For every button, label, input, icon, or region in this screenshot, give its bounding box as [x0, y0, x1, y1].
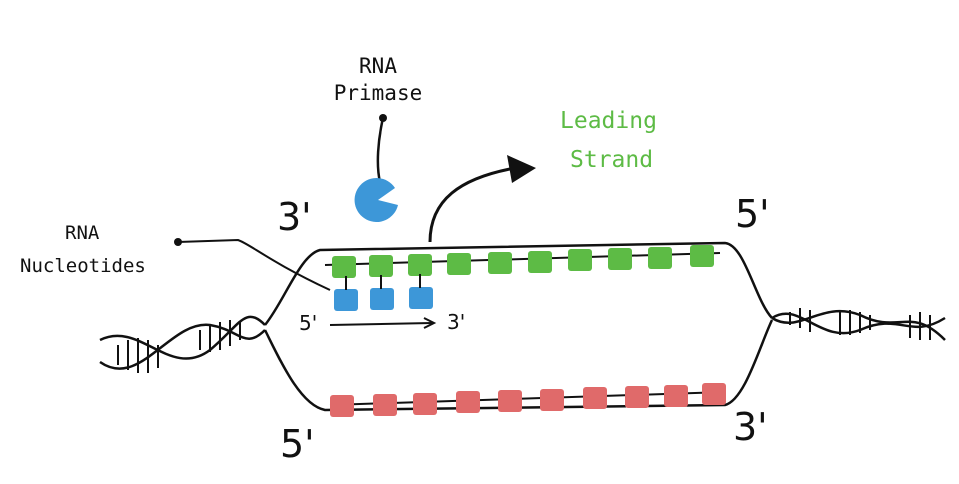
blue-rna-nucleotide-2 [370, 288, 394, 310]
rna-nucleotides-pointer [174, 238, 331, 291]
primer-3-prime-label: 3' [447, 310, 466, 334]
red-nucleotide-6 [540, 389, 564, 411]
rna-primase-label-line1: RNA [359, 54, 397, 78]
green-nucleotide-10 [690, 245, 714, 267]
blue-rna-nucleotide-3 [409, 287, 433, 309]
rna-nucleotides-label: RNA Nucleotides [20, 224, 190, 290]
green-nucleotide-4 [447, 253, 471, 275]
red-nucleotide-5 [498, 390, 522, 412]
primase-pointer [376, 114, 387, 183]
red-nucleotide-3 [413, 393, 437, 415]
rna-primase-label: RNA Primase [318, 56, 438, 110]
top-left-3-prime-label: 3' [277, 195, 312, 239]
replication-bubble [263, 241, 774, 412]
red-nucleotide-9 [664, 385, 688, 407]
rna-primase-label-line2: Primase [333, 81, 423, 105]
leading-strand-label-line1: Leading [560, 108, 657, 134]
green-nucleotide-7 [568, 249, 592, 271]
rna-primer-nucleotides [334, 287, 433, 311]
base-pair-stubs [345, 274, 421, 290]
green-nucleotide-1 [332, 256, 356, 278]
red-nucleotide-1 [330, 395, 354, 417]
green-nucleotide-8 [608, 248, 632, 270]
red-nucleotide-2 [373, 394, 397, 416]
bottom-left-5-prime-label: 5' [280, 422, 315, 466]
bottom-right-3-prime-label: 3' [733, 405, 768, 449]
rna-nucleotides-label-line2: Nucleotides [20, 255, 146, 277]
red-nucleotide-8 [625, 386, 649, 408]
right-dna-helix-icon [771, 308, 946, 341]
red-nucleotide-4 [456, 391, 480, 413]
green-nucleotide-2 [369, 255, 393, 277]
top-right-5-prime-label: 5' [735, 192, 770, 236]
green-nucleotide-6 [528, 251, 552, 273]
rna-nucleotides-label-line1: RNA [65, 222, 100, 244]
primer-direction-arrow [329, 317, 437, 329]
rna-primase-pacman-icon [354, 178, 398, 223]
green-nucleotide-3 [408, 254, 432, 276]
leading-strand-label-line2: Strand [570, 147, 654, 173]
red-nucleotide-7 [583, 387, 607, 409]
leading-strand-nucleotides [332, 245, 714, 278]
blue-rna-nucleotide-1 [334, 289, 358, 311]
green-nucleotide-5 [488, 252, 512, 274]
primer-5-prime-label: 5' [299, 311, 318, 335]
leading-strand-label: Leading Strand [560, 110, 700, 188]
lagging-strand-nucleotides [330, 383, 726, 417]
red-nucleotide-10 [702, 383, 726, 405]
green-nucleotide-9 [648, 247, 672, 269]
leading-strand-arrow [428, 155, 536, 243]
left-dna-helix-icon [99, 315, 266, 373]
